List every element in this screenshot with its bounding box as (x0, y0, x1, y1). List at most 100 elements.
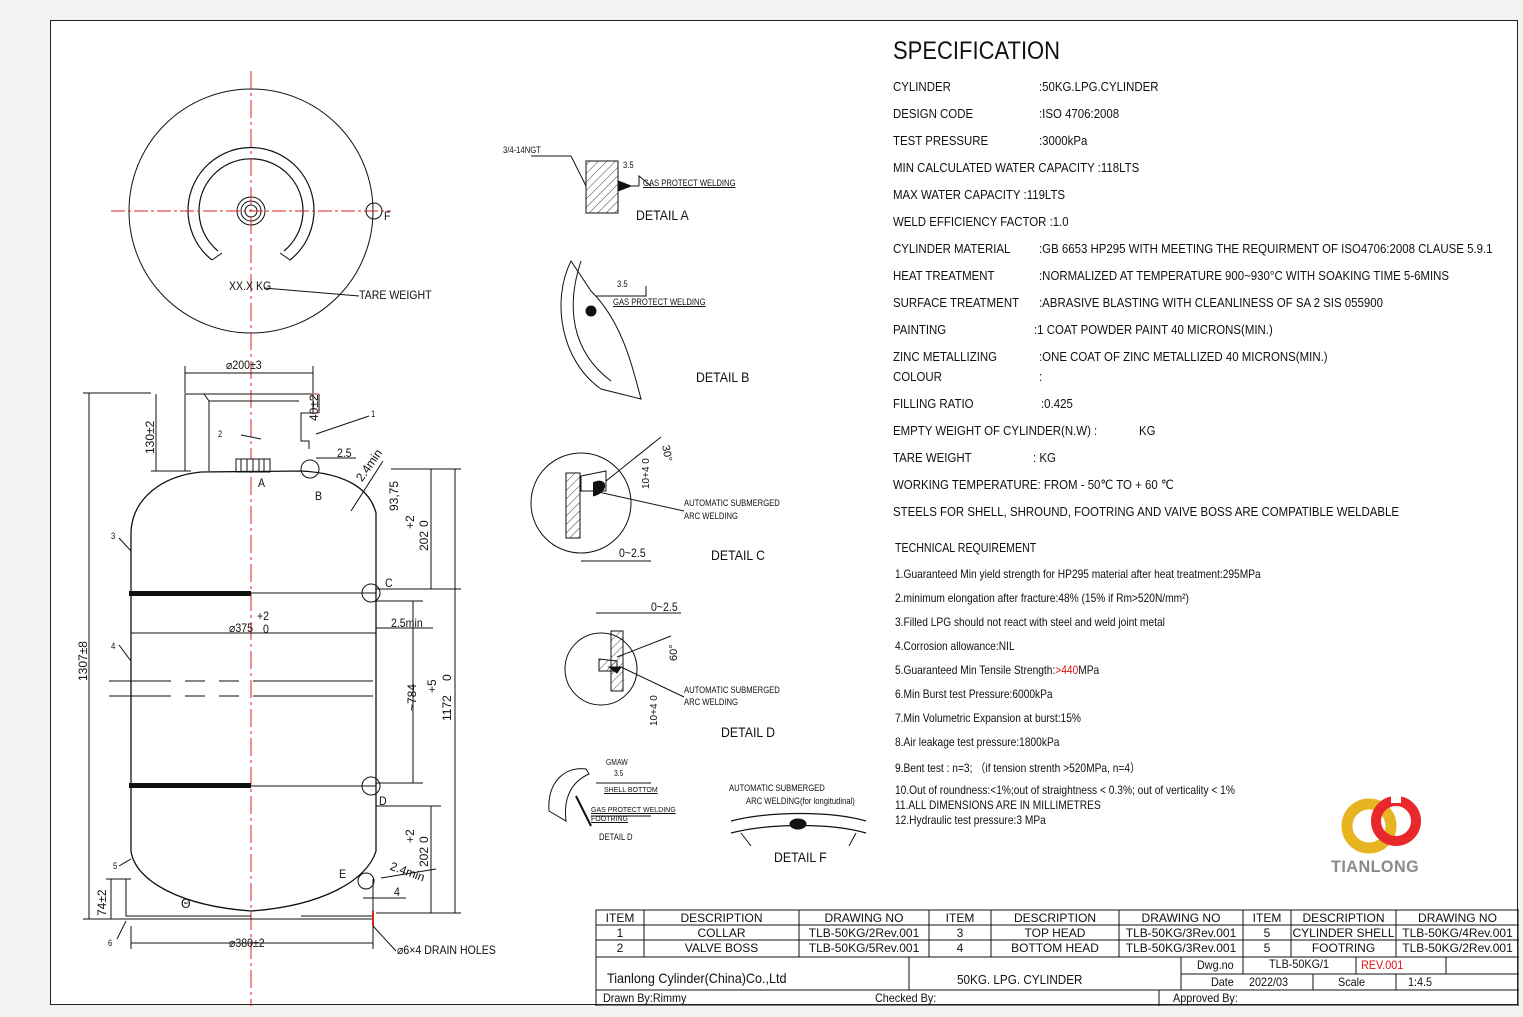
spec-key: COLOUR (893, 369, 942, 384)
bom-cell-item: 4 (956, 941, 964, 955)
detail-f-weld-2: ARC WELDING(for longitudinal) (746, 796, 855, 806)
dim-202-bottom-tol: +2 (403, 829, 417, 843)
detail-f-graphic (730, 812, 867, 847)
dim-40: 40±2 (307, 394, 321, 421)
mark-f: F (384, 209, 391, 223)
tech-req-text: 7.Min Volumetric Expansion at burst:15% (895, 711, 1081, 725)
bom-header: DRAWING NO (824, 911, 904, 925)
dim-202-top-tol: +2 (403, 515, 417, 529)
dim-202-bottom-zero: 0 (417, 836, 431, 843)
bom-cell-desc: CYLINDER SHELL (1292, 926, 1395, 940)
tech-req-text: 10.Out of roundness:<1%;out of straightn… (895, 783, 1235, 797)
dwg-no: TLB-50KG/1 (1269, 957, 1330, 971)
tech-req-text: 4.Corrosion allowance:NIL (895, 639, 1015, 653)
detail-b-weld: GAS PROTECT WELDING (613, 297, 706, 307)
spec-key: PAINTING (893, 322, 947, 337)
tech-req-item: 10.Out of roundness:<1%;out of straightn… (895, 783, 1235, 797)
mark-c: C (385, 576, 393, 590)
drain-holes-label: ⌀6×4 DRAIN HOLES (397, 943, 496, 957)
tech-req-item: 3.Filled LPG should not react with steel… (895, 615, 1165, 629)
tech-req-text: 8.Air leakage test pressure:1800kPa (895, 735, 1060, 749)
bom-cell-dwg: TLB-50KG/3Rev.001 (1125, 941, 1237, 955)
dwg-no-label: Dwg.no (1197, 958, 1234, 972)
revision: REV.001 (1361, 958, 1404, 972)
dim-diameter-380: ⌀380±2 (229, 936, 265, 950)
drawn-by: Drawn By:Rimmy (603, 991, 687, 1005)
spec-value: :ABRASIVE BLASTING WITH CLEANLINESS OF S… (1039, 295, 1383, 310)
dim-202-bottom: 202 (417, 846, 431, 867)
mark-d: D (379, 794, 387, 808)
tech-req-text: 5.Guaranteed Min Tensile Strength: (895, 663, 1056, 677)
dim-2-5min: 2.5min (391, 616, 423, 630)
spec-key: EMPTY WEIGHT OF CYLINDER(N.W) : (893, 423, 1098, 438)
date-value: 2022/03 (1249, 975, 1289, 989)
dim-1172-tol: +5 (425, 679, 439, 693)
dim-130: 130±2 (143, 420, 157, 454)
dim-74: 74±2 (95, 889, 109, 916)
detail-e-gpw: GAS PROTECT WELDING (591, 807, 676, 814)
tech-req-item: 5.Guaranteed Min Tensile Strength:>440MP… (895, 663, 1099, 677)
tensile-strength-value: >440 (1055, 663, 1079, 677)
detail-e-gmaw: GMAW (606, 758, 628, 767)
approved-by: Approved By: (1173, 991, 1238, 1005)
bom-cell-dwg: TLB-50KG/3Rev.001 (1125, 926, 1237, 940)
tech-req-item: 6.Min Burst test Pressure:6000kPa (895, 687, 1053, 701)
spec-key: SURFACE TREATMENT (893, 295, 1020, 310)
bom-cell-dwg: TLB-50KG/2Rev.001 (1402, 941, 1513, 955)
detail-d-title: DETAIL D (721, 724, 776, 740)
tech-req-text: 11.ALL DIMENSIONS ARE IN MILLIMETRES (895, 798, 1101, 812)
dim-784: ~784 (405, 683, 419, 711)
detail-f-title: DETAIL F (774, 849, 827, 865)
spec-value: KG (1139, 423, 1156, 438)
bom-cell-item: 2 (616, 941, 624, 955)
spec-value: :ONE COAT OF ZINC METALLIZED 40 MICRONS(… (1039, 349, 1328, 364)
bom-cell-dwg: TLB-50KG/5Rev.001 (808, 941, 920, 955)
bom-cell-dwg: TLB-50KG/2Rev.001 (808, 926, 920, 940)
tech-req-item: 11.ALL DIMENSIONS ARE IN MILLIMETRES (895, 798, 1101, 812)
bom-cell-desc: TOP HEAD (1024, 926, 1086, 940)
spec-key: MAX WATER CAPACITY :119LTS (893, 187, 1066, 202)
detail-f-weld: AUTOMATIC SUBMERGED (729, 783, 825, 793)
dim-93-75: 93,75 (387, 480, 401, 511)
spec-value: :NORMALIZED AT TEMPERATURE 900~930°C WIT… (1039, 268, 1450, 283)
item-callout-6: 6 (108, 938, 113, 948)
spec-key: ZINC METALLIZING (893, 349, 998, 364)
dim-diameter-200: ⌀200±3 (226, 358, 262, 372)
spec-key: MIN CALCULATED WATER CAPACITY :118LTS (893, 160, 1140, 175)
detail-a-title: DETAIL A (636, 207, 689, 223)
spec-value: :1 COAT POWDER PAINT 40 MICRONS(MIN.) (1034, 322, 1273, 337)
scale-label: Scale (1338, 975, 1366, 989)
tech-req-item: 9.Bent test : n=3; （if tension strenth >… (895, 759, 1140, 776)
detail-d-weld-2: ARC WELDING (684, 697, 738, 707)
title-block-grid (595, 909, 1519, 1006)
detail-a-thread: 3/4-14NGT (503, 145, 541, 155)
tech-req-text: 3.Filled LPG should not react with steel… (895, 615, 1165, 629)
detail-e-size: 3.5 (614, 769, 624, 778)
bom-cell-desc: BOTTOM HEAD (1011, 941, 1099, 955)
tech-req-text: 2.minimum elongation after fracture:48% … (895, 591, 1189, 605)
tech-req-text: 9.Bent test : n=3; （if tension strenth >… (895, 761, 1141, 775)
bom-cell-item: 5 (1263, 926, 1271, 940)
tech-req-item: 8.Air leakage test pressure:1800kPa (895, 735, 1059, 749)
spec-value: :3000kPa (1039, 133, 1088, 148)
date-label: Date (1211, 975, 1234, 989)
detail-b-graphic (560, 260, 647, 400)
tare-weight-label: TARE WEIGHT (359, 288, 432, 302)
tech-req-text: 12.Hydraulic test pressure:3 MPa (895, 813, 1046, 827)
spec-key: HEAT TREATMENT (893, 268, 995, 283)
bom-header: ITEM (945, 911, 975, 925)
item-callout-1: 1 (371, 409, 376, 419)
dim-1307: 1307±8 (76, 641, 90, 681)
tech-req-title: TECHNICAL REQUIREMENT (895, 541, 1037, 555)
spec-key: TARE WEIGHT (893, 450, 972, 465)
bom-cell-desc: COLLAR (697, 926, 746, 940)
spec-value: :GB 6653 HP295 WITH MEETING THE REQUIRME… (1039, 241, 1493, 256)
detail-c-graphic (530, 436, 685, 562)
spec-key: FILLING RATIO (893, 396, 974, 411)
bom-header: ITEM (605, 911, 635, 925)
tianlong-logo-text: TIANLONG (1331, 857, 1420, 876)
product-name: 50KG. LPG. CYLINDER (957, 972, 1083, 987)
dim-375-tol-top: +2 (257, 609, 270, 623)
mark-b: B (315, 489, 323, 503)
tech-req-item: 7.Min Volumetric Expansion at burst:15% (895, 711, 1081, 725)
